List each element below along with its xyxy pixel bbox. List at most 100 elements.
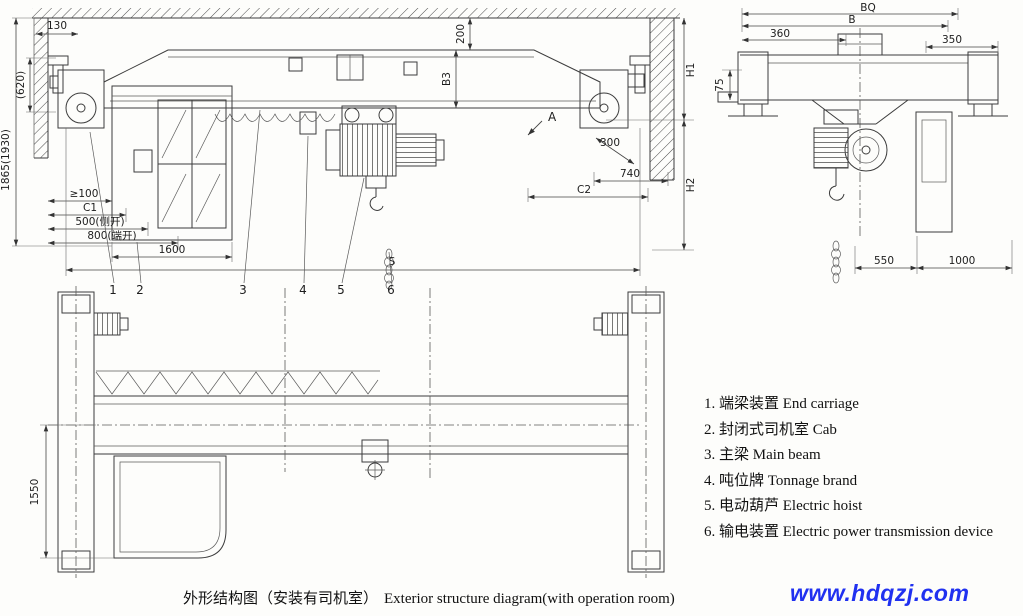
plan-hoist [361, 439, 389, 480]
drum-end [844, 128, 888, 172]
wheel [65, 92, 97, 124]
hook [369, 196, 384, 211]
dim-h2: H2 [685, 178, 697, 193]
hook-block [365, 175, 387, 189]
dim-350: 350 [942, 34, 962, 46]
buffer [627, 73, 645, 88]
watermark-url: www.hdqzj.com [790, 580, 970, 606]
festoon-cable [214, 113, 336, 122]
parts-legend: 1. 端梁装置 End carriage 2. 封闭式司机室 Cab 3. 主梁… [704, 392, 993, 545]
dim-300: 300 [600, 137, 620, 149]
dim-b3: B3 [441, 72, 453, 86]
end-view: BQ B 360 350 75 550 1000 [714, 2, 1013, 284]
dim-1600: 1600 [159, 244, 186, 256]
cab [111, 85, 233, 241]
dim-1550: 1550 [29, 479, 41, 506]
main-beam [103, 49, 601, 109]
dim-1865: 1865(1930) [0, 129, 12, 191]
plan-view: 1550 [29, 286, 665, 578]
dim-s: S [389, 256, 396, 268]
callout-6: 6 [387, 283, 395, 297]
section-a-label: A [548, 110, 557, 124]
side-elevation-view: A 130 (620) 1865(1930) ≥100 C1 [0, 8, 697, 297]
hoist-drum [339, 123, 397, 177]
legend-num: 6. [704, 523, 716, 540]
tonnage-plate [299, 111, 317, 135]
hook [828, 185, 845, 201]
wheel [743, 103, 763, 117]
dim-75: 75 [714, 78, 726, 91]
plan-end-carriage-left [57, 286, 129, 578]
section-a-marker: A [527, 110, 557, 136]
legend-item-main-beam: 3. 主梁 Main beam [704, 443, 993, 469]
end-carriage-right [579, 69, 645, 129]
callout-2: 2 [136, 283, 144, 297]
travel-motor [601, 312, 629, 336]
control-cabinet [915, 111, 953, 233]
part-callouts: 1 2 3 4 5 6 [89, 109, 395, 297]
gearbox [325, 129, 341, 171]
dim-ge100: ≥100 [70, 188, 99, 200]
legend-label: 吨位牌 Tonnage brand [719, 472, 858, 489]
building-structure [32, 8, 680, 181]
end-plate-right [967, 51, 999, 105]
suspension-lug [403, 61, 418, 76]
legend-label: 输电装置 Electric power transmission device [719, 523, 994, 540]
wheel [973, 103, 993, 117]
dim-740: 740 [620, 168, 640, 180]
end-carriage-left [49, 69, 105, 129]
dim-360: 360 [770, 28, 790, 40]
dim-200: 200 [455, 24, 467, 44]
legend-item-cab: 2. 封闭式司机室 Cab [704, 418, 993, 444]
dim-c1: C1 [83, 202, 97, 214]
plan-end-carriage-right [593, 286, 665, 578]
plan-view-dimensions: 1550 [29, 424, 114, 559]
trolley-wheel [344, 107, 360, 123]
legend-num: 1. [704, 396, 716, 412]
dim-130: 130 [47, 20, 67, 32]
cab-small-window [133, 149, 153, 173]
plan-cab [113, 455, 227, 559]
caption-chinese: 外形结构图（安装有司机室） [183, 591, 379, 607]
legend-num: 2. [704, 421, 716, 438]
legend-num: 4. [704, 472, 716, 489]
dim-1000: 1000 [949, 255, 976, 267]
legend-label: 电动葫芦 Electric hoist [719, 498, 863, 514]
dim-bq: BQ [860, 2, 875, 14]
legend-label: 主梁 Main beam [719, 447, 821, 463]
legend-num: 5. [704, 498, 716, 514]
callout-3: 3 [239, 283, 247, 297]
end-view-dimensions: BQ B 360 350 75 550 1000 [714, 2, 1013, 274]
caption-english: Exterior structure diagram(with operatio… [384, 591, 675, 607]
runway-rail-right [629, 55, 651, 94]
electric-hoist [325, 105, 445, 211]
motor-end [813, 127, 849, 169]
dim-620: (620) [15, 71, 27, 99]
legend-item-electric-hoist: 5. 电动葫芦 Electric hoist [704, 494, 993, 520]
legend-item-power-transmission: 6. 输电装置 Electric power transmission devi… [704, 520, 993, 546]
travel-motor [93, 312, 121, 336]
legend-item-end-carriage: 1. 端梁装置 End carriage [704, 392, 993, 418]
callout-1: 1 [109, 283, 117, 297]
end-view-structure [717, 28, 1008, 236]
plan-girder [48, 288, 642, 478]
dim-c2: C2 [577, 184, 591, 196]
legend-label: 封闭式司机室 Cab [719, 421, 837, 438]
legend-num: 3. [704, 447, 716, 463]
side-view-dimensions: 130 (620) 1865(1930) ≥100 C1 500(侧开) [0, 17, 697, 276]
dim-500: 500(侧开) [75, 215, 124, 228]
trolley-wheel [378, 107, 394, 123]
dim-800: 800(端开) [87, 229, 136, 242]
drawing-caption: 外形结构图（安装有司机室） Exterior structure diagram(… [183, 587, 675, 608]
plan-festoon-wire [95, 370, 380, 395]
suspension-lug [288, 57, 303, 72]
dim-h1: H1 [685, 63, 697, 78]
legend-item-tonnage-brand: 4. 吨位牌 Tonnage brand [704, 469, 993, 495]
buffer [49, 75, 59, 89]
callout-4: 4 [299, 283, 307, 297]
hoist-motor [395, 133, 437, 167]
dim-550: 550 [874, 255, 894, 267]
legend-label: 端梁装置 End carriage [719, 396, 859, 412]
